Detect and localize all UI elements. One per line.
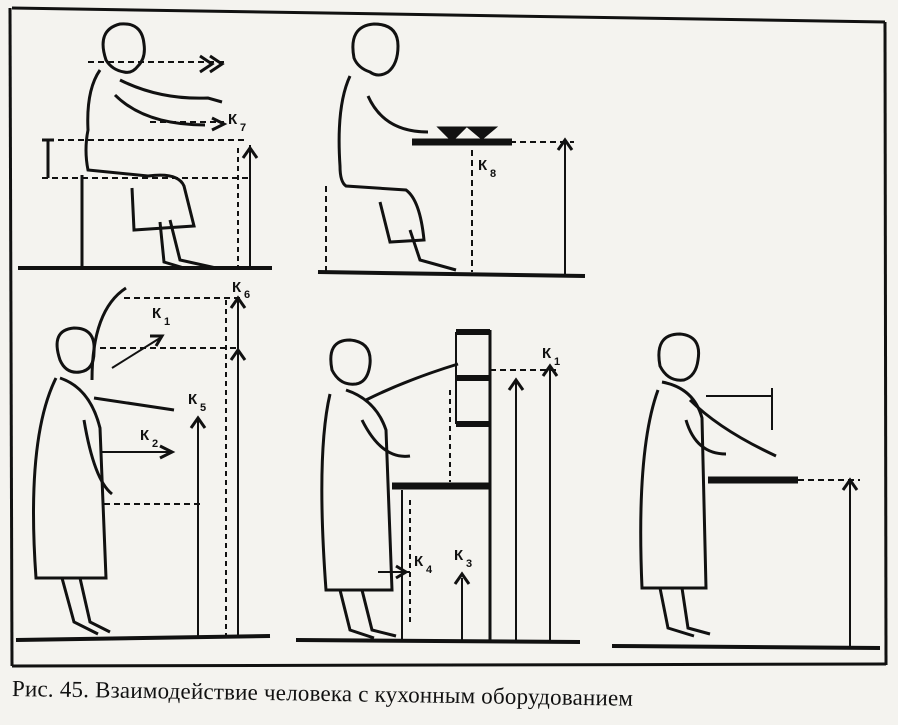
label-k1-right: К xyxy=(542,345,552,362)
label-k6-sub: 6 xyxy=(244,289,250,301)
label-k1-left-sub: 1 xyxy=(164,316,170,328)
panel-standing-counter xyxy=(611,332,881,650)
label-k2-sub: 2 xyxy=(152,438,158,450)
panel-standing-reach xyxy=(15,286,271,642)
label-k4: К xyxy=(414,553,424,570)
panel-seated-table xyxy=(317,22,586,278)
panel-standing-shelves xyxy=(295,329,581,644)
label-k5-sub: 5 xyxy=(200,402,206,414)
panel-seated-reach xyxy=(18,22,272,270)
label-k4-sub: 4 xyxy=(426,564,433,576)
label-k5: К xyxy=(188,391,198,408)
label-k8-sub: 8 xyxy=(490,168,496,180)
label-k3: К xyxy=(454,547,464,564)
label-k3-sub: 3 xyxy=(466,558,472,570)
label-k1-right-sub: 1 xyxy=(554,356,560,368)
label-k2: К xyxy=(140,427,150,444)
label-k6: К xyxy=(232,279,242,296)
label-k7-sub: 7 xyxy=(240,122,246,134)
figure-border xyxy=(8,6,888,668)
label-k8: К xyxy=(478,157,488,174)
label-k1-left: К xyxy=(152,305,162,322)
label-k7: К xyxy=(228,111,238,128)
